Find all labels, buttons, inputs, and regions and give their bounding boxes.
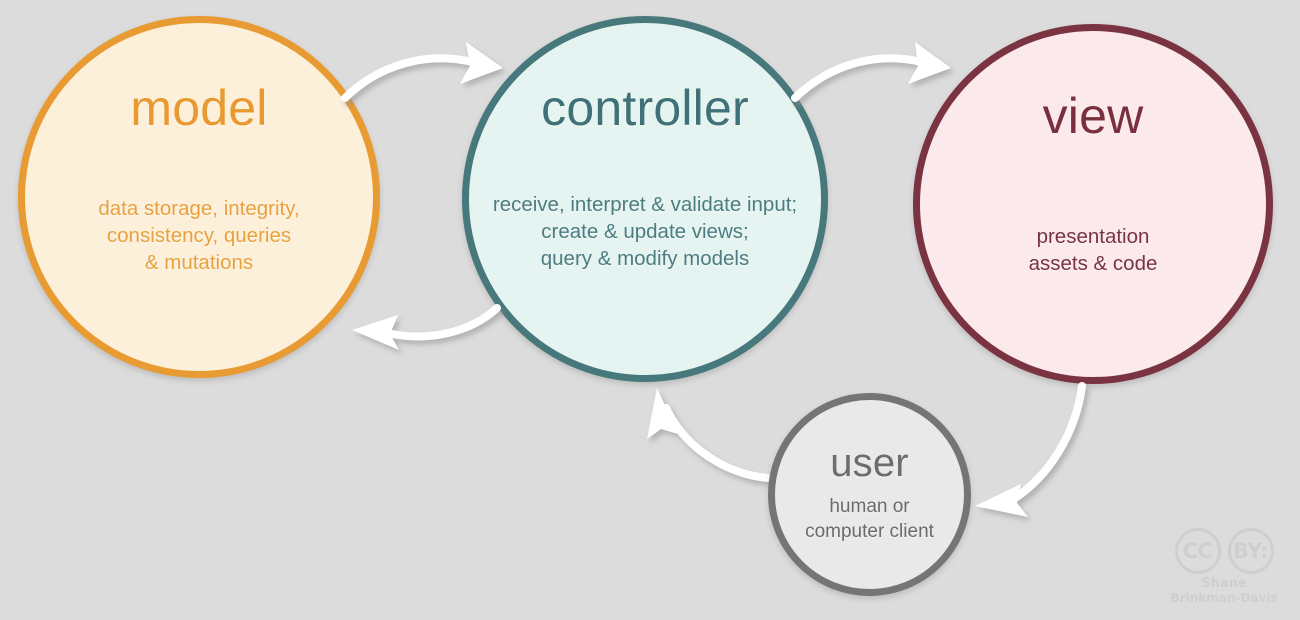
credit-author-first: Shane xyxy=(1201,576,1247,591)
arrow-user-to-controller xyxy=(647,388,772,482)
node-user-description: human or computer client xyxy=(775,494,965,544)
node-model[interactable]: model data storage, integrity, consisten… xyxy=(18,16,380,378)
arrow-controller-to-view xyxy=(791,42,951,102)
creative-commons-icon: CC xyxy=(1174,528,1221,574)
node-view[interactable]: view presentation assets & code xyxy=(913,24,1273,384)
node-view-description: presentation assets & code xyxy=(963,223,1223,277)
node-controller[interactable]: controller receive, interpret & validate… xyxy=(462,16,828,382)
cc-attribution-icon: BY: xyxy=(1227,528,1274,574)
arrow-view-to-user xyxy=(975,382,1086,517)
cc-marks: CC BY: xyxy=(1162,528,1286,574)
node-view-desc-line: assets & code xyxy=(1028,252,1158,276)
credit-author: Shane Brinkman-Davis xyxy=(1162,576,1286,605)
node-model-desc-line: data storage, integrity, xyxy=(98,197,300,220)
node-controller-desc-line: receive, interpret & validate input; xyxy=(492,193,798,216)
node-model-desc-line: consistency, queries xyxy=(106,224,292,248)
node-user-desc-line: computer client xyxy=(805,521,934,543)
node-model-desc-line: & mutations xyxy=(144,251,254,275)
credit-author-last: Brinkman-Davis xyxy=(1170,590,1278,605)
node-controller-desc-line: create & update views; xyxy=(541,220,749,244)
node-controller-title: controller xyxy=(541,80,749,136)
node-view-title: view xyxy=(1042,88,1144,144)
node-controller-description: receive, interpret & validate input; cre… xyxy=(480,191,810,272)
arrow-model-to-controller xyxy=(341,42,503,102)
node-user-title: user xyxy=(830,441,909,485)
creative-commons-badge: CC BY: Shane Brinkman-Davis xyxy=(1162,528,1286,610)
node-view-desc-line: presentation xyxy=(1036,225,1150,248)
node-user-desc-line: human or xyxy=(829,496,910,517)
arrow-controller-to-model xyxy=(352,304,501,350)
node-model-title: model xyxy=(130,80,268,136)
node-model-description: data storage, integrity, consistency, qu… xyxy=(74,195,324,276)
node-user[interactable]: user human or computer client xyxy=(768,393,971,596)
node-controller-desc-line: query & modify models xyxy=(540,247,750,271)
